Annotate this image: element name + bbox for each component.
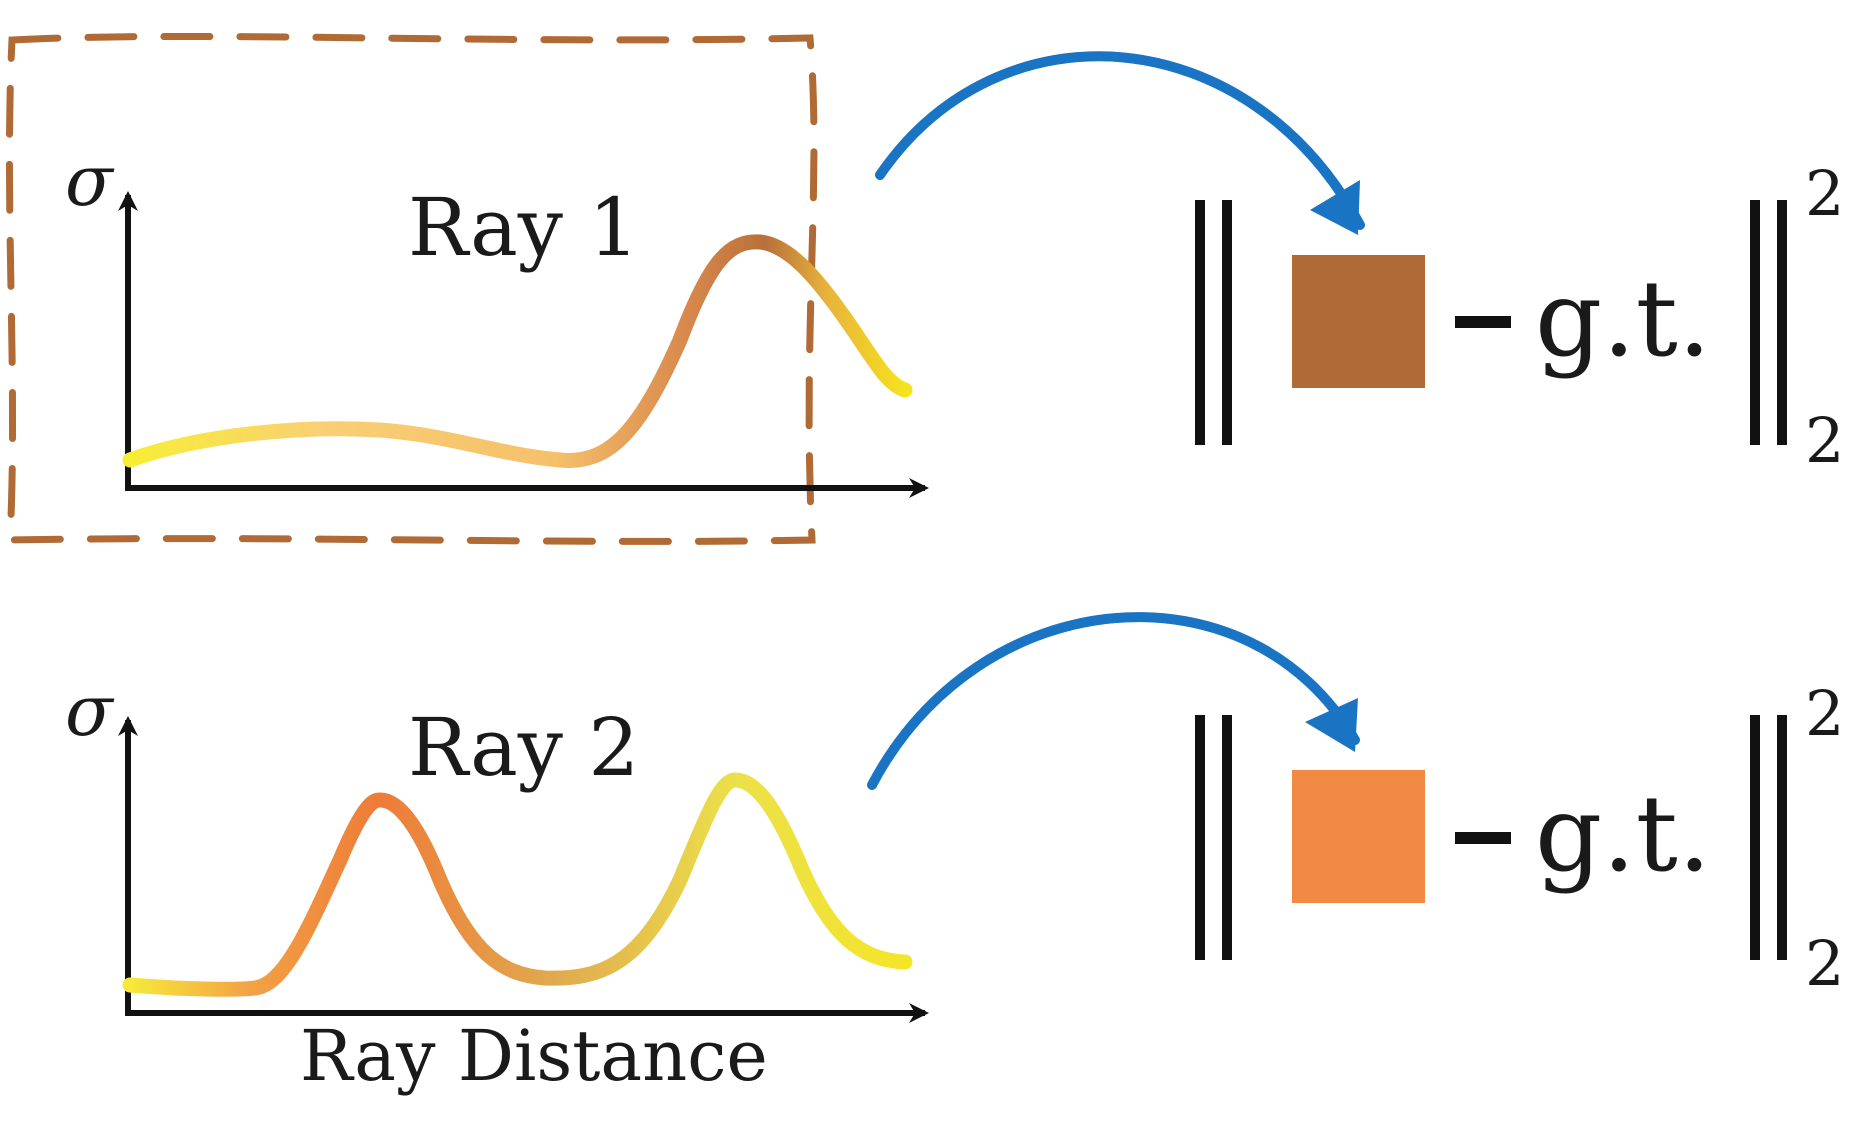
ray-1-color-swatch — [1292, 255, 1425, 388]
ray-2-sigma-label: σ — [65, 670, 115, 752]
ray-2-minus-sign — [1455, 832, 1511, 844]
ray-2-color-swatch — [1292, 770, 1425, 903]
ray-1-superscript: 2 — [1805, 157, 1844, 230]
ray-1-mapping-arrow — [875, 51, 1365, 235]
ray-1-sigma-label: σ — [65, 140, 115, 222]
x-axis-label: Ray Distance — [300, 1015, 768, 1097]
ray-2-ground-truth: g.t. — [1535, 773, 1711, 895]
ray-1-norm-left-bar-b — [1222, 200, 1232, 445]
ray-2-norm-left-bar-b — [1222, 715, 1232, 960]
ray-2-density-curve — [122, 772, 913, 997]
ray-1-plot: σ Ray 1 — [65, 140, 929, 498]
ray-1-loss-expression: g.t. 2 2 — [1195, 157, 1844, 477]
ray-2-loss-expression: g.t. 2 2 — [1195, 677, 1844, 1000]
ray-1-highlight-box — [5, 32, 818, 545]
ray-2-mapping-arrow — [867, 612, 1360, 790]
ray-2-subscript: 2 — [1805, 927, 1844, 1000]
ray-1-minus-sign — [1455, 316, 1511, 328]
ray-1-density-curve — [122, 234, 913, 468]
ray-2-label: Ray 2 — [408, 701, 639, 794]
ray-2-norm-left-bar-a — [1195, 715, 1205, 960]
ray-2-plot: σ Ray 2 Ray Distance — [65, 670, 929, 1097]
ray-1-ground-truth: g.t. — [1535, 258, 1711, 380]
ray-1-label: Ray 1 — [408, 181, 639, 274]
ray-1-norm-right-bar-b — [1777, 200, 1787, 445]
ray-2-norm-right-bar-b — [1777, 715, 1787, 960]
ray-2-norm-right-bar-a — [1750, 715, 1760, 960]
ray-1-subscript: 2 — [1805, 404, 1844, 477]
ray-1-norm-right-bar-a — [1750, 200, 1760, 445]
ray-1-norm-left-bar-a — [1195, 200, 1205, 445]
ray-2-superscript: 2 — [1805, 677, 1844, 750]
